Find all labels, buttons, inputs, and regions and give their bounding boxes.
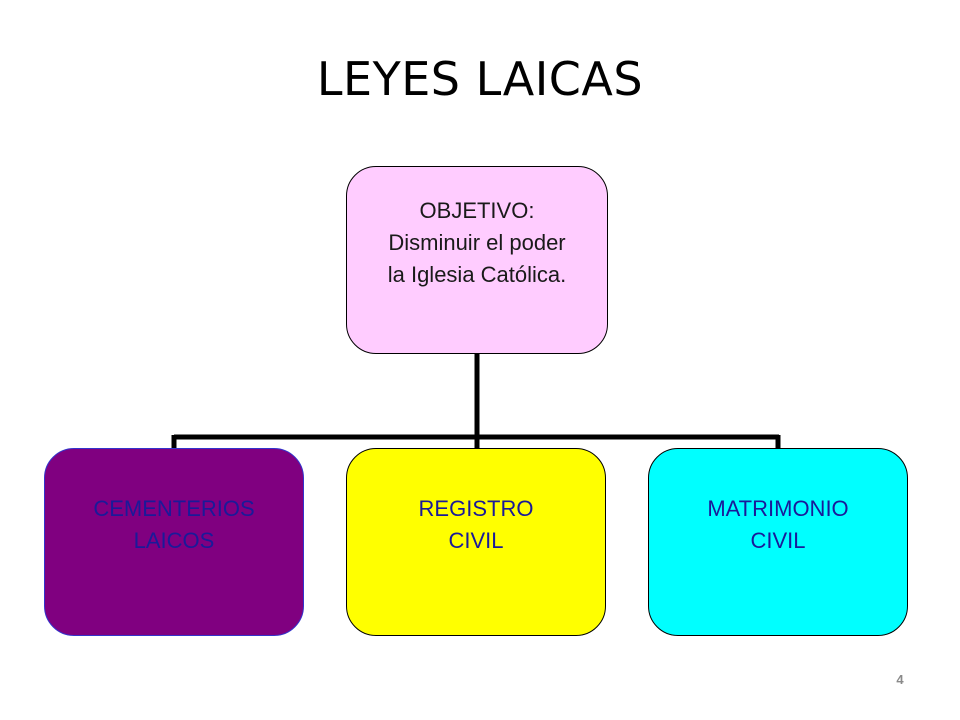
registro-civil-text: REGISTRO CIVIL (419, 493, 534, 557)
registro-civil-box: REGISTRO CIVIL (346, 448, 606, 636)
objective-line-3: la Iglesia Católica. (387, 262, 567, 287)
matrimonio-civil-line-2: CIVIL (750, 528, 806, 553)
objective-line-1: OBJETIVO: (419, 198, 535, 223)
matrimonio-civil-line-1: MATRIMONIO (707, 496, 849, 521)
objective-box: OBJETIVO: Disminuir el poder la Iglesia … (346, 166, 608, 354)
cementerios-laicos-box: CEMENTERIOS LAICOS (44, 448, 304, 636)
registro-civil-line-2: CIVIL (448, 528, 504, 553)
objective-line-2: Disminuir el poder (388, 230, 566, 255)
objective-text: OBJETIVO: Disminuir el poder la Iglesia … (388, 195, 567, 291)
cementerios-laicos-text: CEMENTERIOS LAICOS (93, 493, 254, 557)
matrimonio-civil-box: MATRIMONIO CIVIL (648, 448, 908, 636)
page-number: 4 (896, 672, 904, 687)
cementerios-laicos-line-1: CEMENTERIOS (93, 496, 255, 521)
registro-civil-line-1: REGISTRO (418, 496, 534, 521)
matrimonio-civil-text: MATRIMONIO CIVIL (707, 493, 848, 557)
cementerios-laicos-line-2: LAICOS (133, 528, 215, 553)
slide-title: LEYES LAICAS (316, 52, 644, 106)
